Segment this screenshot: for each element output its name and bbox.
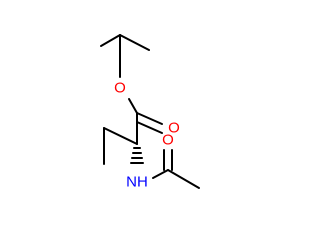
bond-isopropyl-methyl-right (119, 34, 150, 51)
bond-alpha-ethyl (103, 127, 138, 145)
structure-canvas: O O NH O (100, 34, 200, 191)
bond-ester-carbonyl-double-2 (136, 121, 163, 134)
atom-ester-carbonyl-oxygen: O (168, 120, 180, 137)
bond-ester-carbonyl-double-1 (136, 112, 163, 125)
atom-amide-nitrogen: NH (126, 174, 148, 191)
atom-ester-oxygen: O (114, 80, 126, 97)
bond-o-carbonyl-carbon (128, 98, 138, 114)
bond-amide-methyl (167, 169, 200, 189)
bond-n-amide-carbon (152, 169, 169, 179)
bond-isopropyl-methyl-left (100, 34, 121, 47)
stereo-hashed-wedge (130, 147, 144, 164)
atom-amide-carbonyl-oxygen: O (162, 132, 174, 149)
